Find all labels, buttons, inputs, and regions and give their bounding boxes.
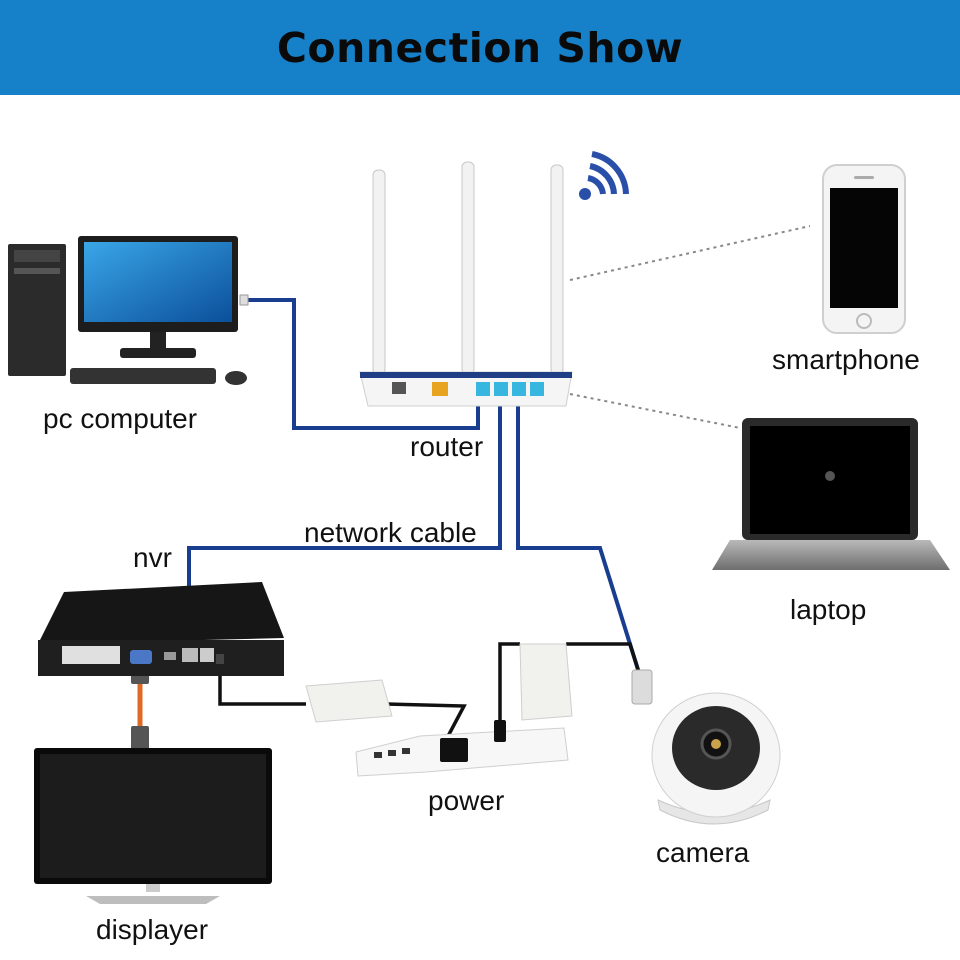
router-label: router bbox=[410, 431, 484, 462]
smartphone-icon bbox=[822, 164, 906, 334]
power-cable-camera bbox=[498, 642, 642, 730]
wireless-link-phone bbox=[569, 225, 811, 281]
laptop-label: laptop bbox=[790, 594, 867, 625]
displayer-icon bbox=[34, 748, 272, 904]
smartphone-label: smartphone bbox=[772, 344, 920, 375]
camera-label: camera bbox=[656, 837, 750, 868]
pc-computer-icon bbox=[8, 236, 249, 385]
power-cable-nvr bbox=[218, 664, 467, 741]
camera-icon bbox=[631, 669, 781, 825]
nvr-label: nvr bbox=[133, 542, 172, 573]
displayer-label: displayer bbox=[96, 914, 209, 945]
pc-computer-label: pc computer bbox=[43, 403, 198, 434]
network-cable-pc bbox=[246, 298, 480, 430]
network-cable-camera bbox=[516, 394, 642, 677]
network-cable-label: network cable bbox=[304, 517, 477, 548]
power-strip-icon bbox=[355, 720, 569, 777]
power-adapter-camera-icon bbox=[519, 643, 573, 721]
nvr-icon bbox=[38, 582, 284, 676]
power-adapter-nvr-icon bbox=[305, 679, 393, 723]
wifi-icon bbox=[579, 151, 629, 200]
laptop-icon bbox=[712, 418, 950, 570]
power-label: power bbox=[428, 785, 505, 816]
title-banner: Connection Show bbox=[0, 0, 960, 95]
wireless-link-laptop bbox=[569, 393, 741, 429]
page-title: Connection Show bbox=[276, 23, 684, 72]
router-icon bbox=[359, 161, 573, 407]
